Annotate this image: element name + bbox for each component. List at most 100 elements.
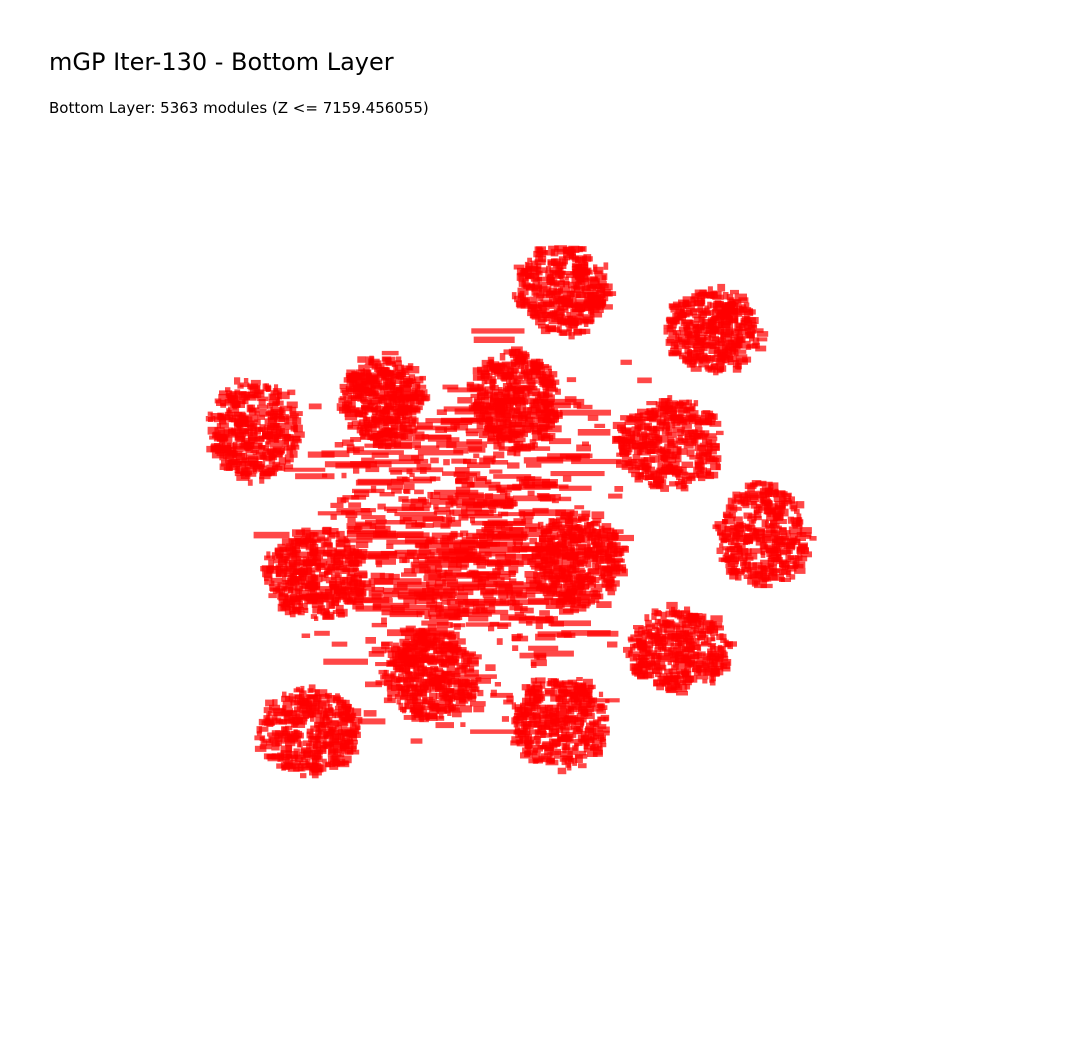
module-2644: [590, 521, 599, 526]
module-4233: [532, 758, 538, 764]
module-4943: [455, 486, 471, 493]
module-2979: [277, 582, 289, 588]
module-4857: [453, 541, 487, 549]
module-1550: [249, 414, 259, 423]
module-1724: [246, 404, 254, 413]
module-4548: [328, 727, 337, 734]
module-3755: [448, 679, 453, 688]
module-4697: [535, 633, 556, 641]
module-3216: [643, 626, 648, 632]
module-4975: [314, 630, 330, 636]
module-4910: [346, 444, 355, 452]
module-4096: [559, 685, 572, 692]
module-922: [365, 356, 375, 365]
module-3516: [689, 660, 696, 665]
module-4841: [469, 481, 501, 488]
module-2110: [688, 472, 699, 478]
module-2113: [623, 450, 630, 455]
module-2259: [809, 536, 817, 541]
module-2689: [588, 547, 593, 552]
module-1377: [541, 370, 548, 377]
module-4086: [578, 750, 587, 756]
module-2725: [588, 568, 600, 575]
module-1542: [236, 475, 250, 481]
module-4613: [365, 466, 380, 473]
module-286: [550, 314, 560, 319]
module-2940: [331, 574, 342, 581]
module-487: [736, 349, 747, 354]
module-646: [704, 342, 715, 348]
module-2858: [347, 568, 360, 577]
module-3406: [707, 662, 718, 669]
module-3828: [438, 639, 444, 645]
module-4292: [293, 694, 303, 699]
module-1041: [374, 364, 382, 372]
module-1977: [638, 448, 651, 456]
module-3318: [654, 647, 662, 653]
module-1337: [480, 396, 490, 404]
module-4162: [596, 709, 606, 714]
module-3896: [583, 744, 596, 750]
module-3169: [318, 552, 323, 560]
module-4677: [427, 624, 437, 631]
module-193: [586, 293, 600, 298]
module-4517: [296, 697, 308, 705]
module-3456: [656, 627, 663, 636]
module-644: [712, 355, 724, 363]
module-3384: [697, 630, 707, 637]
module-855: [369, 375, 380, 380]
module-3868: [395, 664, 404, 670]
module-1967: [663, 418, 669, 426]
module-4157: [511, 702, 516, 710]
module-329: [549, 296, 558, 305]
module-2683: [613, 560, 620, 568]
module-4156: [575, 687, 586, 696]
module-3536: [650, 654, 656, 663]
module-3016: [314, 616, 319, 621]
module-3527: [671, 684, 678, 691]
module-1764: [223, 451, 235, 460]
module-4687: [434, 506, 451, 512]
module-1714: [225, 393, 231, 399]
module-4584: [312, 762, 319, 770]
module-683: [737, 336, 745, 343]
module-4176: [539, 731, 546, 738]
module-3285: [696, 656, 707, 664]
module-163: [516, 267, 525, 276]
module-2471: [747, 494, 760, 503]
module-578: [675, 308, 685, 315]
module-2265: [790, 533, 798, 541]
module-2826: [573, 576, 586, 584]
module-4406: [277, 756, 284, 762]
module-3882: [431, 655, 444, 661]
module-1955: [638, 472, 645, 478]
module-3042: [322, 542, 333, 548]
module-4926: [571, 603, 586, 609]
module-2065: [678, 417, 687, 424]
module-3464: [696, 660, 704, 667]
module-3512: [659, 673, 668, 681]
module-1247: [478, 389, 489, 396]
module-635: [735, 362, 742, 370]
module-1221: [497, 387, 503, 394]
module-1760: [286, 401, 298, 409]
module-2817: [587, 568, 593, 574]
module-941: [360, 369, 372, 377]
module-397: [697, 305, 704, 312]
module-210: [558, 287, 563, 294]
module-2319: [738, 530, 746, 537]
module-4183: [541, 725, 550, 730]
module-4956: [432, 637, 439, 643]
module-3494: [670, 655, 678, 663]
module-630: [698, 363, 710, 368]
module-2443: [767, 503, 778, 511]
module-3489: [645, 665, 650, 671]
module-1371: [539, 380, 547, 388]
module-249: [526, 262, 533, 269]
module-658: [745, 317, 751, 322]
module-1026: [394, 416, 401, 425]
module-1615: [293, 424, 303, 433]
module-4732: [578, 529, 584, 537]
module-1280: [499, 420, 506, 426]
module-3690: [404, 703, 410, 710]
